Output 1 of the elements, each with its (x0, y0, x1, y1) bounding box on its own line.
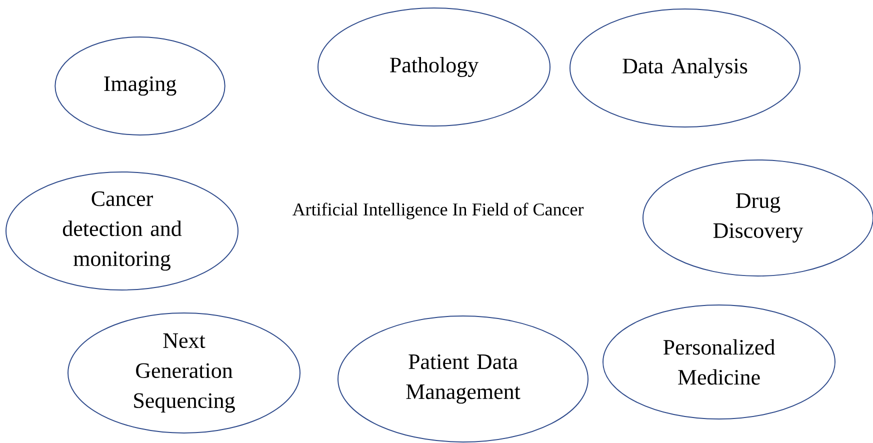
center-title: Artificial Intelligence In Field of Cancer (292, 202, 584, 220)
